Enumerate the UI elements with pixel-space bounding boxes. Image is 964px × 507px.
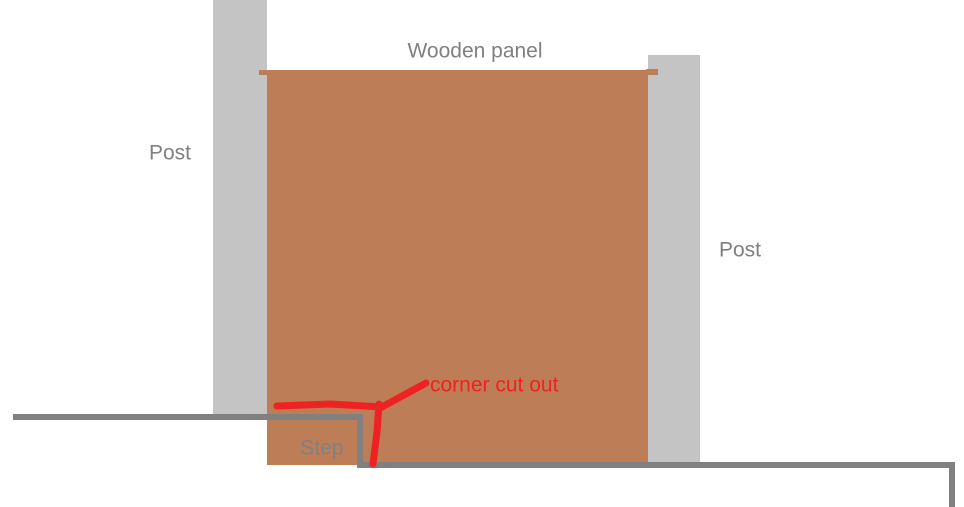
label-post-left: Post xyxy=(149,142,191,165)
panel-top-left-nub xyxy=(259,70,269,75)
annotation-horizontal-leg xyxy=(273,400,386,411)
label-post-right: Post xyxy=(719,239,761,262)
panel-lower-left-tab xyxy=(267,403,273,417)
label-wooden-panel: Wooden panel xyxy=(407,40,542,63)
panel-top-right-nub xyxy=(646,69,658,75)
annotation-vertical-leg xyxy=(369,400,383,468)
annotation-leader-line xyxy=(376,379,430,412)
label-step: Step xyxy=(300,437,343,460)
right-post xyxy=(648,55,700,465)
wooden-panel xyxy=(267,70,648,465)
left-post xyxy=(213,0,267,417)
label-corner-cut-out: corner cut out xyxy=(430,374,559,397)
step-ground-profile xyxy=(13,414,955,507)
